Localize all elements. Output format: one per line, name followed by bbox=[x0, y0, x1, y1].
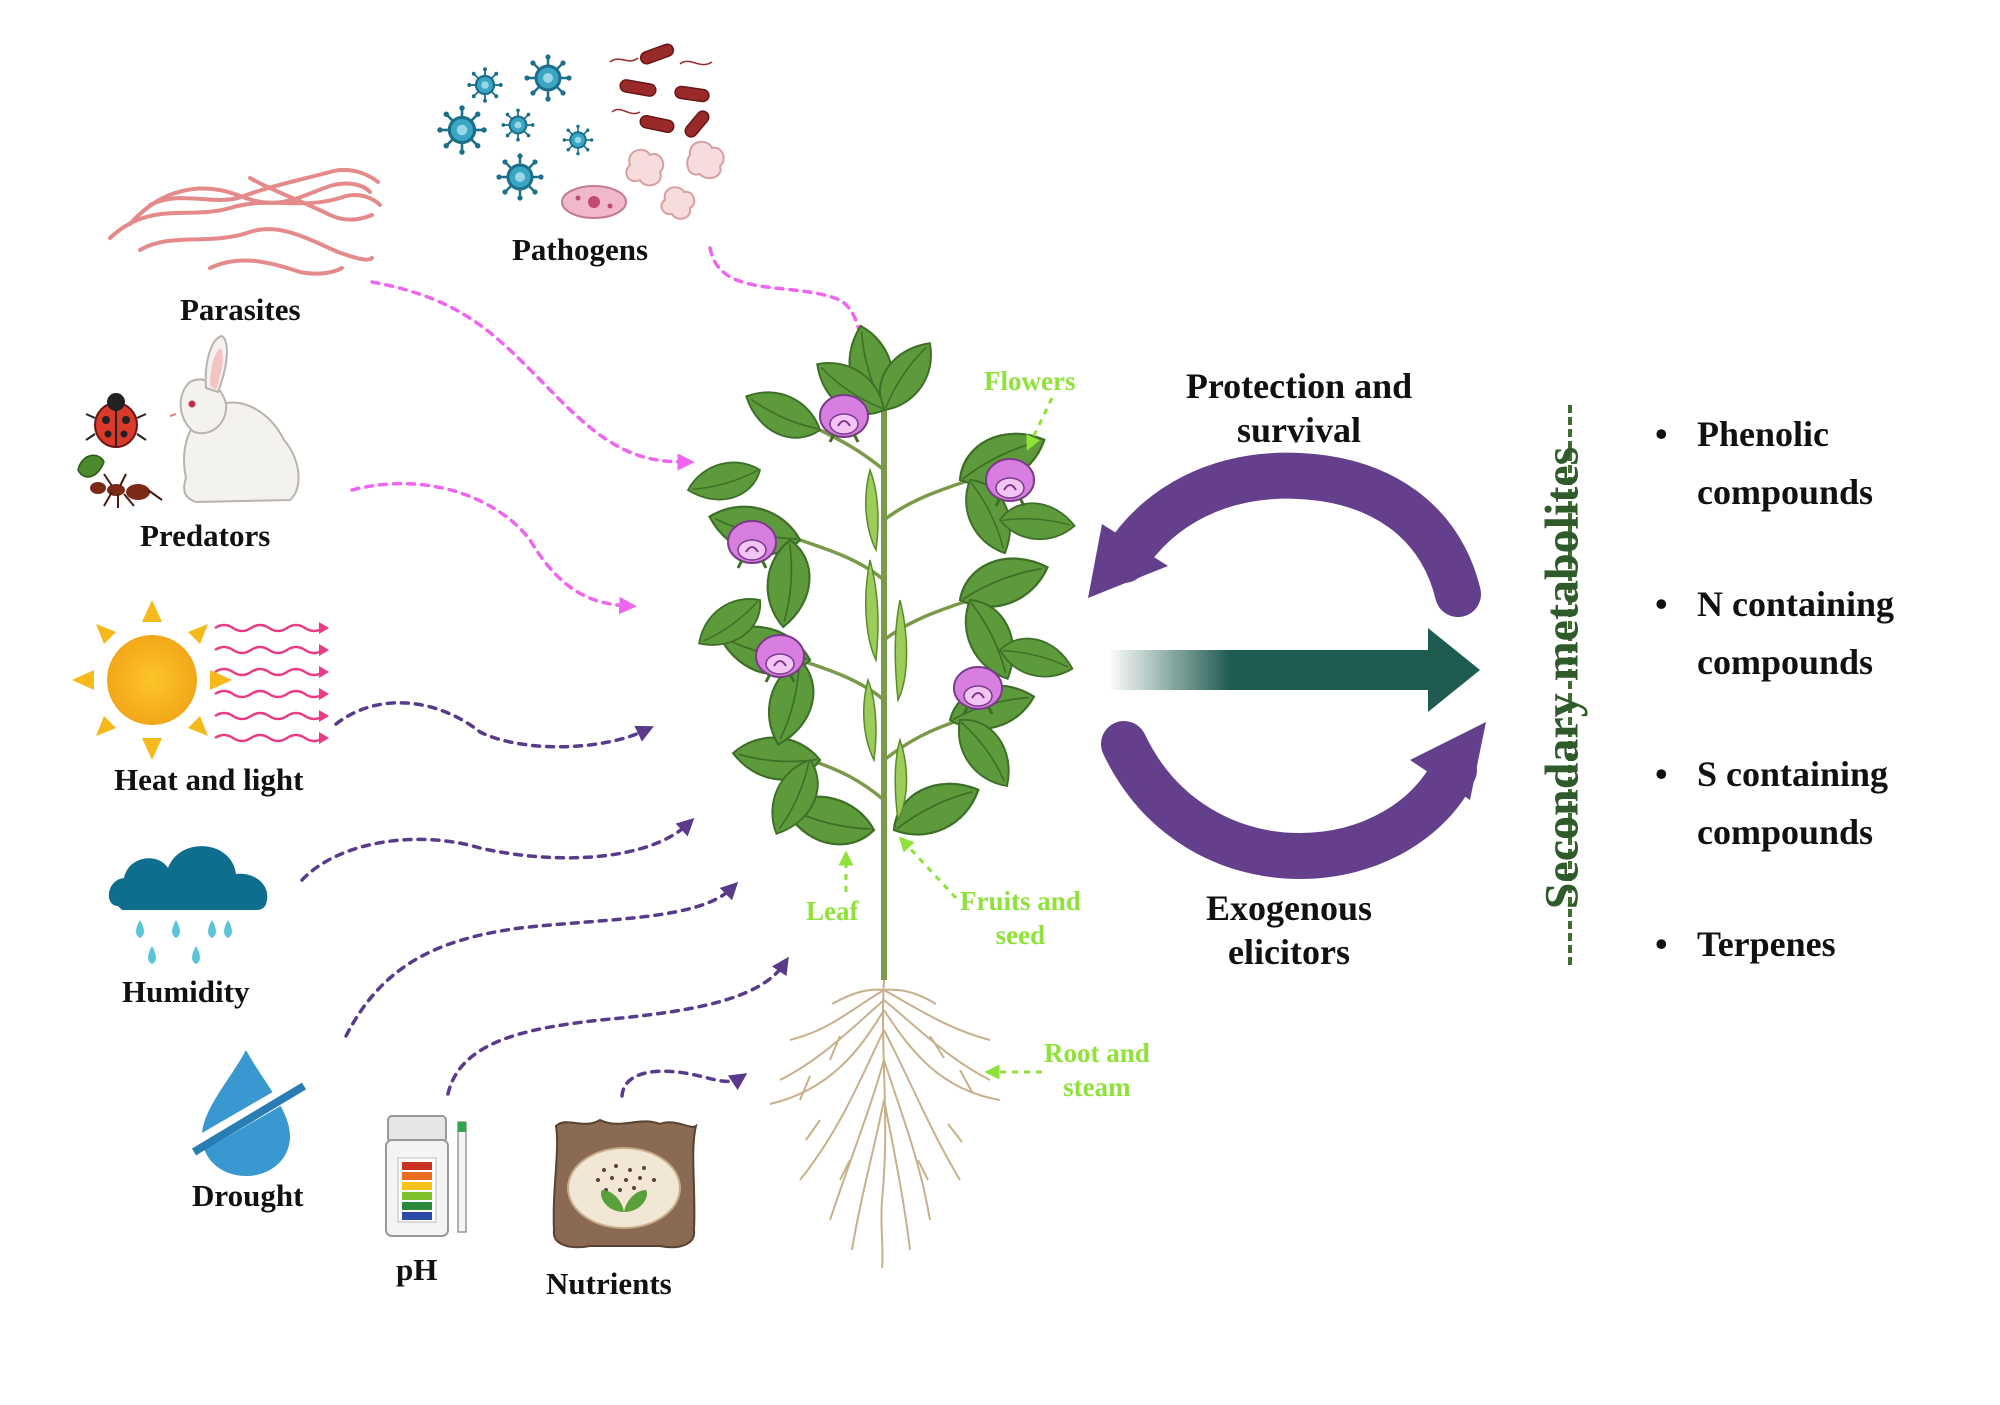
ph-arrow bbox=[446, 956, 789, 1096]
ph-label: pH bbox=[396, 1252, 438, 1287]
fruits-seed-label: Fruits and seed bbox=[960, 884, 1081, 952]
predators-label: Predators bbox=[140, 518, 271, 553]
metabolite-item-terpenes-line1: Terpenes bbox=[1697, 924, 1836, 964]
plant-illustration bbox=[683, 320, 1079, 1269]
stressor-arrows bbox=[300, 246, 870, 1098]
fruits-seed-line2: seed bbox=[995, 920, 1046, 950]
plant-part-pointers bbox=[838, 397, 1054, 1080]
no-water-drop-icon bbox=[187, 1050, 311, 1176]
root-steam-line2: steam bbox=[1063, 1072, 1131, 1102]
central-arrow bbox=[1108, 628, 1480, 712]
drought-label: Drought bbox=[192, 1178, 304, 1213]
protection-line1: Protection and bbox=[1185, 366, 1413, 406]
leaf-label: Leaf bbox=[806, 894, 858, 928]
secondary-metabolites-title: Secondary metabolites bbox=[1535, 446, 1589, 910]
nutrients-label: Nutrients bbox=[546, 1266, 672, 1301]
exogenous-elicitors-label: Exogenous elicitors bbox=[1164, 886, 1414, 974]
sun-icon bbox=[72, 600, 232, 760]
root-steam-line1: Root and bbox=[1044, 1038, 1150, 1068]
exogenous-line2: elicitors bbox=[1228, 932, 1350, 972]
parasites-icon bbox=[108, 167, 382, 276]
predators-icon bbox=[77, 334, 300, 508]
nutrients-arrow bbox=[620, 1069, 748, 1098]
root-steam-label: Root and steam bbox=[1044, 1036, 1150, 1104]
metabolite-item-phenolic-line2: compounds bbox=[1697, 472, 1874, 512]
metabolite-item-phenolic: Phenolic compounds bbox=[1655, 405, 1997, 521]
metabolite-item-s-line2: compounds bbox=[1697, 812, 1874, 852]
metabolite-item-n-line1: N containing bbox=[1697, 584, 1895, 624]
metabolite-item-phenolic-line1: Phenolic bbox=[1697, 414, 1829, 454]
nutrient-sack-icon bbox=[552, 1118, 698, 1249]
heat-waves-icon bbox=[214, 622, 329, 744]
flowers-label: Flowers bbox=[984, 364, 1075, 398]
protection-survival-label: Protection and survival bbox=[1164, 364, 1434, 452]
metabolite-item-n-containing: N containing compounds bbox=[1655, 575, 1997, 691]
metabolite-item-terpenes: Terpenes bbox=[1655, 915, 1997, 973]
drought-arrow bbox=[344, 881, 739, 1038]
exogenous-elicitors-arrow bbox=[1101, 721, 1486, 880]
humidity-arrow bbox=[300, 817, 695, 882]
ph-test-icon bbox=[385, 1115, 467, 1237]
protection-survival-arrow bbox=[1088, 452, 1481, 617]
metabolite-item-s-line1: S containing bbox=[1697, 754, 1889, 794]
exogenous-line1: Exogenous bbox=[1205, 888, 1373, 928]
metabolite-list: Phenolic compounds N containing compound… bbox=[1655, 405, 1997, 1027]
humidity-label: Humidity bbox=[122, 974, 250, 1009]
metabolite-item-s-containing: S containing compounds bbox=[1655, 745, 1997, 861]
heat-light-label: Heat and light bbox=[114, 762, 304, 797]
heat-light-arrow bbox=[334, 701, 654, 749]
pathogens-arrow bbox=[708, 246, 870, 359]
leaf-label-text: Leaf bbox=[806, 896, 859, 926]
predators-arrow bbox=[350, 481, 637, 615]
roots bbox=[769, 979, 1001, 1269]
metabolite-item-n-line2: compounds bbox=[1697, 642, 1874, 682]
pathogens-icon bbox=[435, 43, 725, 220]
protection-line2: survival bbox=[1236, 410, 1361, 450]
metabolites-divider bbox=[1568, 405, 1572, 965]
pathogens-label: Pathogens bbox=[512, 232, 649, 267]
fruits-seed-line1: Fruits and bbox=[960, 886, 1081, 916]
flowers-label-text: Flowers bbox=[984, 366, 1076, 396]
parasites-arrow bbox=[370, 280, 695, 471]
rain-cloud-icon bbox=[108, 846, 268, 964]
parasites-label: Parasites bbox=[180, 292, 301, 327]
